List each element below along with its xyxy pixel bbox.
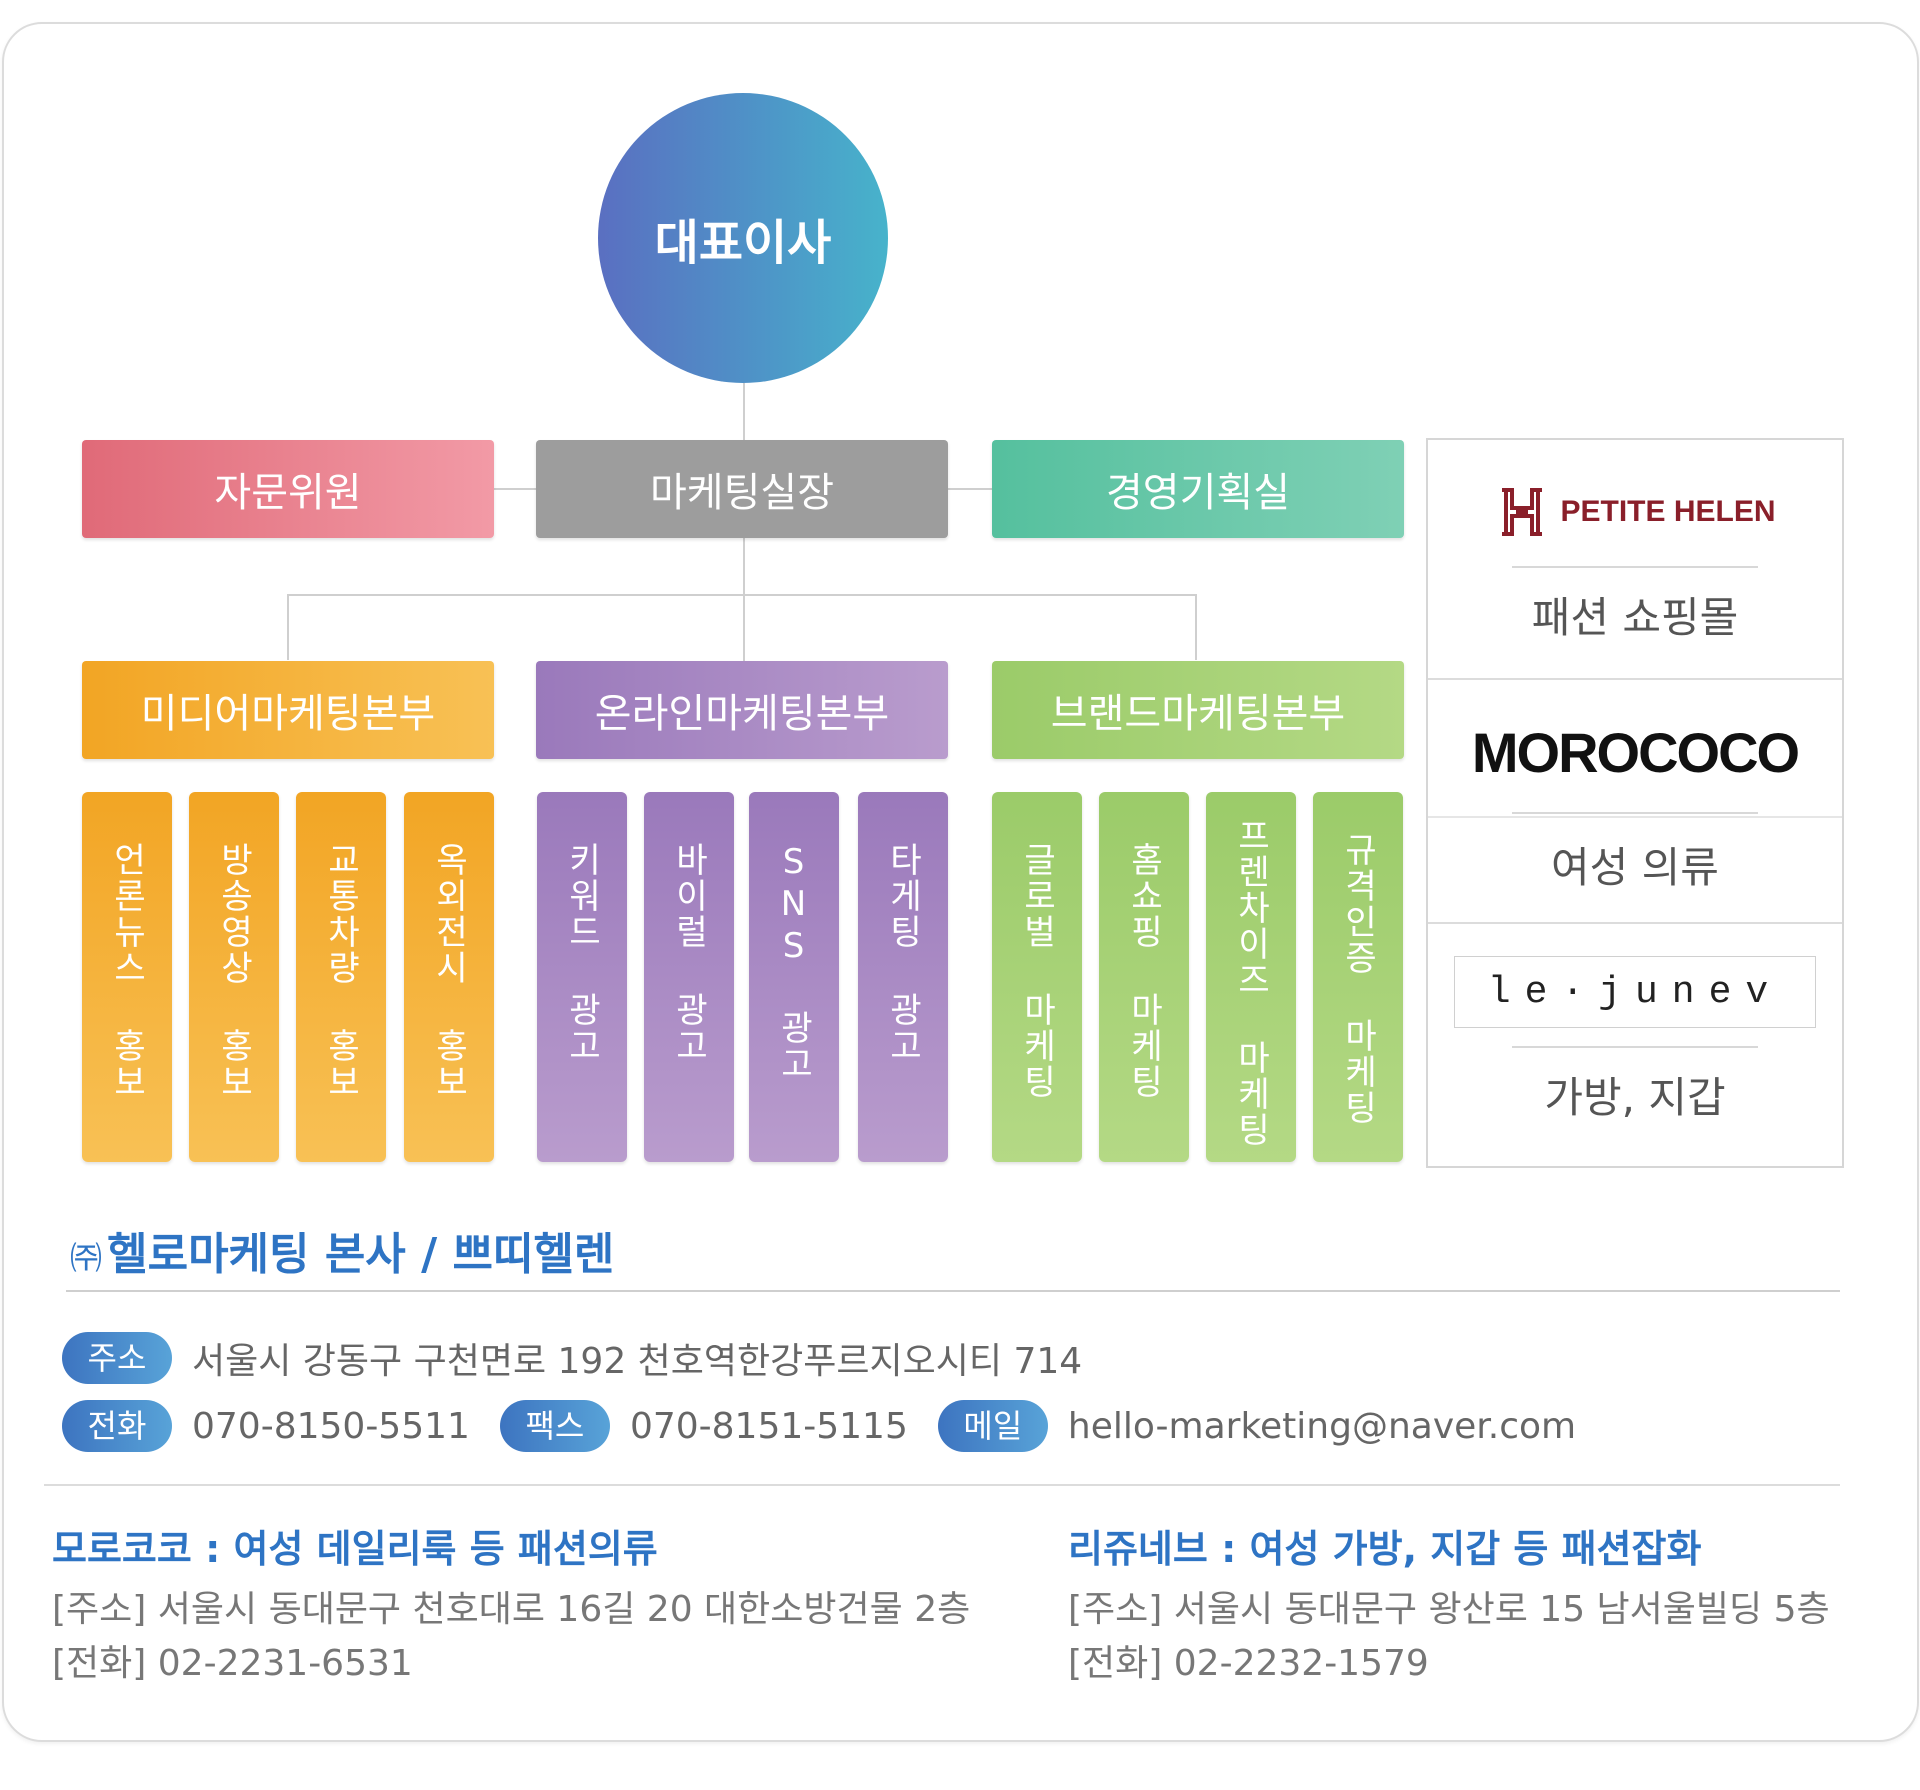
connector-level2-right xyxy=(948,488,992,490)
company-heading: ㈜ 헬로마케팅 본사 / 쁘띠헬렌 xyxy=(70,1218,614,1282)
advisor-label: 자문위원 xyxy=(214,470,362,516)
online-item: 키워드 광고 xyxy=(537,792,627,1162)
morococo-logo: MOROCOCO xyxy=(1471,721,1800,784)
online-item: SNS 광고 xyxy=(749,792,839,1162)
division-media-label: 미디어마케팅본부 xyxy=(140,691,436,737)
email-value[interactable]: hello-marketing@naver.com xyxy=(1067,1405,1577,1447)
online-item-label: 키워드 광고 xyxy=(561,842,602,1064)
connector-level2-left xyxy=(494,488,536,490)
phone-value: 070-8150-5511 xyxy=(192,1405,470,1447)
subsidiary-lejunev-address: [주소] 서울시 동대문구 왕산로 15 남서울빌딩 5층 xyxy=(1068,1589,1830,1630)
email-tag: 메일 xyxy=(937,1400,1048,1452)
media-item: 언론뉴스 홍보 xyxy=(82,792,172,1162)
media-item-label: 언론뉴스 홍보 xyxy=(106,842,147,1100)
brand-item: 프렌차이즈 마케팅 xyxy=(1206,792,1296,1162)
brand-desc: 가방, 지갑 xyxy=(1544,1073,1726,1122)
brand-section-divider xyxy=(1428,816,1842,818)
petite-helen-name: PETITE HELEN xyxy=(1560,495,1776,528)
brand-item-label: 글로벌 마케팅 xyxy=(1016,842,1057,1100)
brand-item: 글로벌 마케팅 xyxy=(992,792,1082,1162)
connector-ceo-down xyxy=(743,383,745,739)
lejunev-logo: le·junev xyxy=(1487,970,1783,1014)
media-item: 교통차량 홍보 xyxy=(296,792,386,1162)
division-online-label: 온라인마케팅본부 xyxy=(594,691,890,737)
address-row: 주소 서울시 강동구 구천면로 192 천호역한강푸르지오시티 714 xyxy=(62,1332,1082,1384)
brand-separator xyxy=(1512,1046,1758,1048)
media-item-label: 방송영상 홍보 xyxy=(213,842,254,1100)
media-item: 방송영상 홍보 xyxy=(189,792,279,1162)
connector-divisions-horizontal xyxy=(287,594,1197,596)
online-item-label: 바이럴 광고 xyxy=(668,842,709,1064)
brand-item-label: 규격인증 마케팅 xyxy=(1337,832,1378,1126)
brand-item-label: 홈쇼핑 마케팅 xyxy=(1123,842,1164,1100)
brand-desc: 패션 쇼핑몰 xyxy=(1531,593,1739,642)
company-title: 헬로마케팅 본사 / 쁘띠헬렌 xyxy=(107,1229,615,1280)
subsidiary-morococo-address: [주소] 서울시 동대문구 천호대로 16길 20 대한소방건물 2층 xyxy=(52,1589,971,1630)
marketing-head-box: 마케팅실장 xyxy=(536,440,948,538)
online-item: 타게팅 광고 xyxy=(858,792,948,1162)
planning-box: 경영기획실 xyxy=(992,440,1404,538)
address-tag: 주소 xyxy=(62,1332,172,1384)
media-item: 옥외전시 홍보 xyxy=(404,792,494,1162)
online-item-label: 타게팅 광고 xyxy=(882,842,923,1064)
lejunev-logo-box: le·junev xyxy=(1454,956,1816,1028)
media-item-label: 교통차량 홍보 xyxy=(320,842,361,1100)
planning-label: 경영기획실 xyxy=(1106,470,1290,516)
online-item-label: SNS 광고 xyxy=(773,842,814,1082)
division-online: 온라인마케팅본부 xyxy=(536,661,948,759)
company-divider xyxy=(66,1290,1840,1292)
brand-desc: 여성 의류 xyxy=(1551,843,1719,892)
division-media: 미디어마케팅본부 xyxy=(82,661,494,759)
connector-division-left xyxy=(287,594,289,660)
online-item: 바이럴 광고 xyxy=(644,792,734,1162)
brand-section-divider xyxy=(1428,678,1842,680)
fax-tag: 팩스 xyxy=(499,1400,610,1452)
contact-row: 전화 070-8150-5511 팩스 070-8151-5115 메일 hel… xyxy=(62,1400,1576,1452)
address-value: 서울시 강동구 구천면로 192 천호역한강푸르지오시티 714 xyxy=(192,1341,1083,1382)
brand-item: 홈쇼핑 마케팅 xyxy=(1099,792,1189,1162)
subsidiary-lejunev-title: 리쥬네브 : 여성 가방, 지갑 등 패션잡화 xyxy=(1068,1527,1702,1571)
subsidiary-divider xyxy=(44,1484,1840,1486)
phone-tag: 전화 xyxy=(62,1400,172,1452)
subsidiary-morococo-title: 모로코코 : 여성 데일리룩 등 패션의류 xyxy=(52,1527,658,1571)
brand-morococo: MOROCOCO xyxy=(1428,720,1842,785)
ceo-label: 대표이사 xyxy=(654,215,832,271)
advisor-box: 자문위원 xyxy=(82,440,494,538)
division-brand: 브랜드마케팅본부 xyxy=(992,661,1404,759)
brand-separator xyxy=(1512,812,1758,814)
brand-petite-helen: PETITE HELEN xyxy=(1428,486,1842,646)
media-item-label: 옥외전시 홍보 xyxy=(428,842,469,1100)
petite-helen-logo: PETITE HELEN xyxy=(1428,486,1842,538)
fax-value: 070-8151-5115 xyxy=(629,1405,908,1447)
ceo-node: 대표이사 xyxy=(598,93,888,383)
marketing-head-label: 마케팅실장 xyxy=(650,470,834,516)
brand-panel: PETITE HELEN 패션 쇼핑몰 MOROCOCO 여성 의류 le·ju… xyxy=(1426,438,1844,1168)
brand-item-label: 프렌차이즈 마케팅 xyxy=(1230,818,1271,1148)
subsidiary-lejunev-phone: [전화] 02-2232-1579 xyxy=(1068,1643,1429,1684)
h-monogram-icon xyxy=(1502,488,1543,536)
brand-separator xyxy=(1512,566,1758,568)
company-prefix: ㈜ xyxy=(70,1239,103,1277)
brand-item: 규격인증 마케팅 xyxy=(1313,792,1403,1162)
division-brand-label: 브랜드마케팅본부 xyxy=(1050,691,1346,737)
connector-division-right xyxy=(1195,594,1197,660)
subsidiary-morococo-phone: [전화] 02-2231-6531 xyxy=(52,1643,413,1684)
brand-section-divider xyxy=(1428,922,1842,924)
